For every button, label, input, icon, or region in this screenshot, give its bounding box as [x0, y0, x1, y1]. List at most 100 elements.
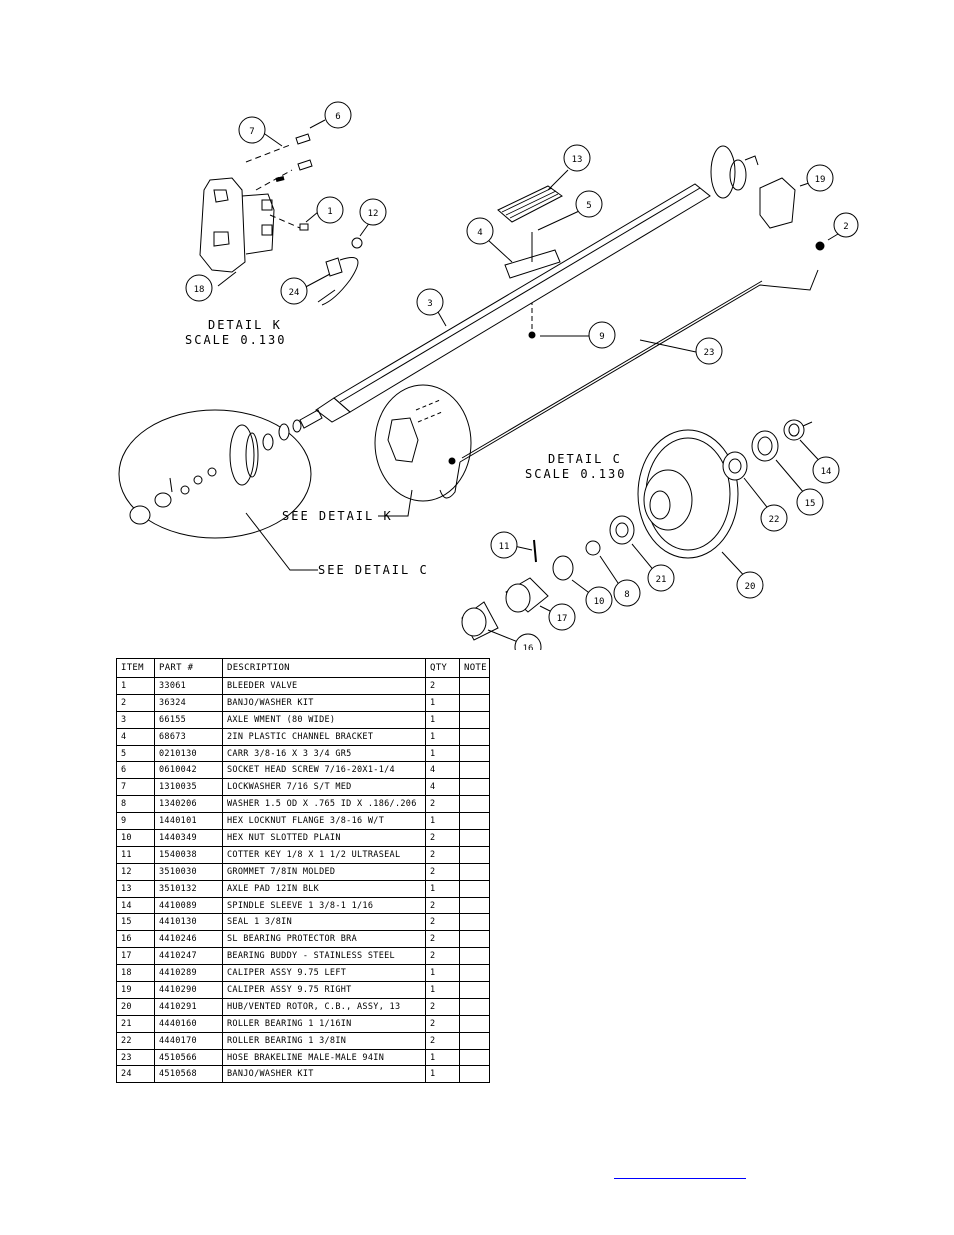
- cell-note: [459, 981, 490, 999]
- cell-part: 4510566: [154, 1048, 223, 1067]
- cell-note: [459, 1031, 490, 1050]
- cell-part: 4440170: [154, 1031, 223, 1050]
- cell-part: 0610042: [154, 761, 223, 780]
- cell-note: [459, 947, 490, 966]
- cell-part: 4410290: [154, 981, 223, 999]
- cell-item: 19: [116, 981, 155, 999]
- cell-note: [459, 677, 490, 695]
- cell-item: 4: [116, 727, 155, 746]
- cell-qty: 1: [425, 879, 460, 898]
- cell-item: 13: [116, 879, 155, 898]
- cell-description: BLEEDER VALVE: [222, 677, 426, 695]
- cell-qty: 2: [425, 677, 460, 695]
- cell-note: [459, 845, 490, 864]
- cell-qty: 1: [425, 693, 460, 712]
- cell-description: SPINDLE SLEEVE 1 3/8-1 1/16: [222, 896, 426, 915]
- cell-description: LOCKWASHER 7/16 S/T MED: [222, 778, 426, 797]
- cell-description: CARR 3/8-16 X 3 3/4 GR5: [222, 744, 426, 763]
- cell-qty: 4: [425, 778, 460, 797]
- cell-item: 5: [116, 744, 155, 763]
- cell-note: [459, 693, 490, 712]
- callout-21: 21: [656, 575, 667, 585]
- callout-16: 16: [523, 644, 534, 650]
- cell-part: 4440160: [154, 1014, 223, 1033]
- cell-part: 1540038: [154, 845, 223, 864]
- cell-qty: 2: [425, 896, 460, 915]
- cell-qty: 2: [425, 913, 460, 932]
- cell-qty: 2: [425, 1031, 460, 1050]
- callout-12: 12: [368, 209, 379, 219]
- col-header-description: DESCRIPTION: [222, 658, 426, 678]
- cell-description: 2IN PLASTIC CHANNEL BRACKET: [222, 727, 426, 746]
- cell-item: 23: [116, 1048, 155, 1067]
- cell-part: 1440101: [154, 812, 223, 831]
- cell-item: 14: [116, 896, 155, 915]
- col-header-item: ITEM: [116, 658, 155, 678]
- cell-item: 6: [116, 761, 155, 780]
- callout-20: 20: [745, 582, 756, 592]
- cell-item: 8: [116, 795, 155, 814]
- cell-description: CALIPER ASSY 9.75 LEFT: [222, 964, 426, 983]
- cell-part: 68673: [154, 727, 223, 746]
- callout-19: 19: [815, 175, 826, 185]
- cell-note: [459, 862, 490, 881]
- callout-8: 8: [624, 590, 629, 600]
- callout-6: 6: [335, 112, 340, 122]
- cell-part: 33061: [154, 677, 223, 695]
- cell-description: ROLLER BEARING 1 1/16IN: [222, 1014, 426, 1033]
- cell-description: HUB/VENTED ROTOR, C.B., ASSY, 13: [222, 997, 426, 1016]
- cell-part: 4410089: [154, 896, 223, 915]
- cell-item: 16: [116, 930, 155, 949]
- hub-rotor-drawing: [637, 429, 739, 559]
- detail-c-label: DETAIL C: [548, 452, 622, 466]
- cell-note: [459, 761, 490, 780]
- cell-qty: 2: [425, 997, 460, 1016]
- cell-qty: 2: [425, 795, 460, 814]
- footer-link[interactable]: [614, 1164, 746, 1179]
- cell-note: [459, 997, 490, 1016]
- cell-note: [459, 744, 490, 763]
- cell-description: BANJO/WASHER KIT: [222, 1065, 426, 1084]
- cell-description: SOCKET HEAD SCREW 7/16-20X1-1/4: [222, 761, 426, 780]
- cell-part: 66155: [154, 710, 223, 729]
- cell-part: 3510132: [154, 879, 223, 898]
- cell-description: SL BEARING PROTECTOR BRA: [222, 930, 426, 949]
- cell-part: 36324: [154, 693, 223, 712]
- callout-11: 11: [499, 542, 510, 552]
- cell-item: 15: [116, 913, 155, 932]
- callout-4: 4: [477, 228, 482, 238]
- cell-item: 9: [116, 812, 155, 831]
- cell-part: 4510568: [154, 1065, 223, 1084]
- cell-description: COTTER KEY 1/8 X 1 1/2 ULTRASEAL: [222, 845, 426, 864]
- cell-note: [459, 930, 490, 949]
- col-header-note: NOTE: [459, 658, 490, 678]
- cell-description: BEARING BUDDY - STAINLESS STEEL: [222, 947, 426, 966]
- callout-15: 15: [805, 499, 816, 509]
- cell-qty: 2: [425, 930, 460, 949]
- cell-description: ROLLER BEARING 1 3/8IN: [222, 1031, 426, 1050]
- cell-item: 7: [116, 778, 155, 797]
- cell-item: 24: [116, 1065, 155, 1084]
- detail-k-scale: SCALE 0.130: [185, 333, 286, 347]
- cell-description: CALIPER ASSY 9.75 RIGHT: [222, 981, 426, 999]
- cell-qty: 1: [425, 981, 460, 999]
- cell-part: 1440349: [154, 829, 223, 847]
- cell-qty: 1: [425, 744, 460, 763]
- cell-note: [459, 1014, 490, 1033]
- cell-note: [459, 879, 490, 898]
- col-header-qty: QTY: [425, 658, 460, 678]
- callout-23: 23: [704, 348, 715, 358]
- cell-item: 21: [116, 1014, 155, 1033]
